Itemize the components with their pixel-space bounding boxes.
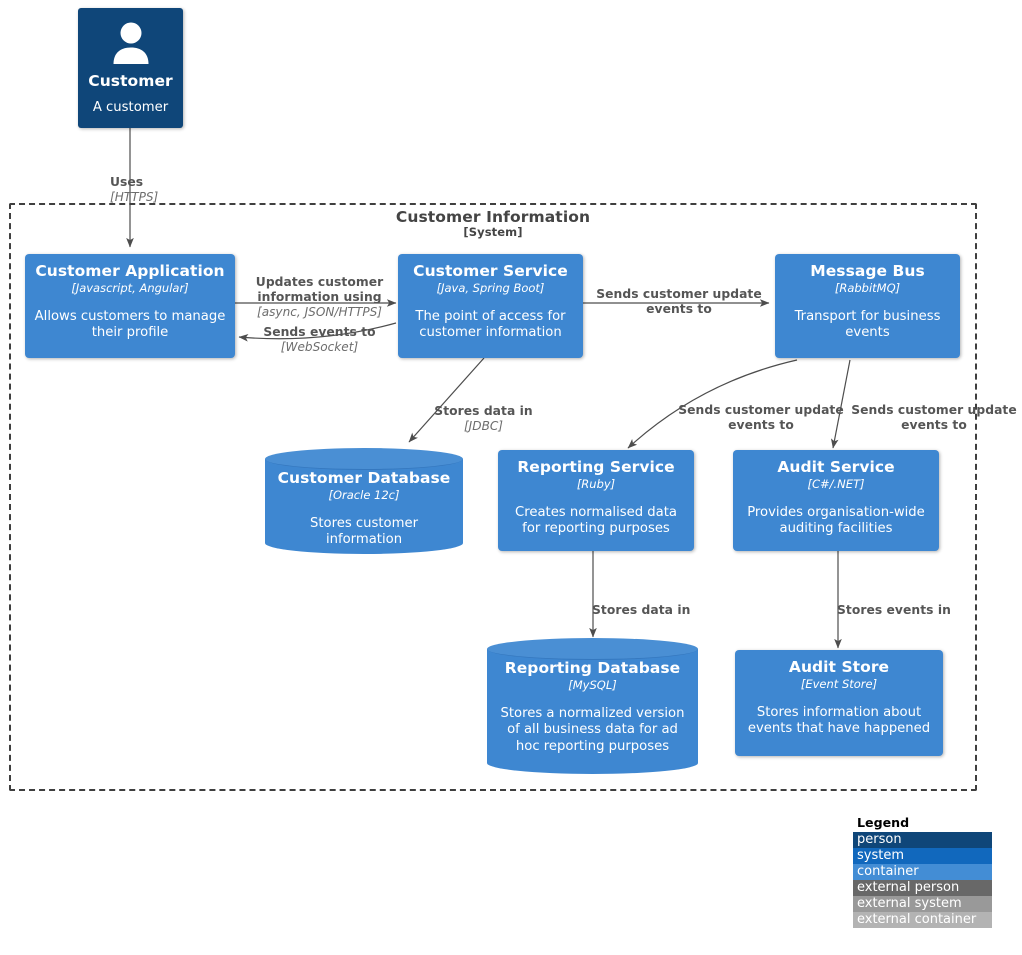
legend-item-external-person: external person [853,879,992,896]
node-customer-application-name: Customer Application [35,262,225,280]
node-customer-service-tech: [Java, Spring Boot] [436,281,545,296]
legend-item-system-label: system [857,847,904,863]
legend: Legend person system container external … [853,816,992,928]
edge-label-stores-reporting-text: Stores data in [592,602,691,617]
edge-label-updates-text: Updates customer information using [255,274,384,304]
edge-label-sends-customer-update-events-to-reporting: Sends customer update events to [672,388,850,433]
node-audit-service[interactable]: Audit Service [C#/.NET] Provides organis… [733,450,939,551]
boundary-subtitle: [System] [463,225,523,240]
edge-label-stores-customer-text: Stores data in [434,403,533,418]
node-customer-service-name: Customer Service [413,262,568,280]
system-boundary-customer-information [9,203,977,791]
boundary-name: Customer Information [395,208,591,226]
node-audit-store-desc: Stores information about events that hav… [747,704,931,737]
node-audit-store-tech: [Event Store] [800,677,878,692]
legend-item-external-system: external system [853,895,992,912]
node-message-bus-desc: Transport for business events [794,308,941,341]
node-reporting-service-desc: Creates normalised data for reporting pu… [514,504,677,537]
node-reporting-service-tech: [Ruby] [576,477,616,492]
legend-item-external-person-label: external person [857,879,960,895]
edge-label-audit-text: Sends customer update events to [851,402,1017,432]
edge-label-sends-customer-update-events-to-bus: Sends customer update events to [590,272,768,317]
legend-item-external-system-label: external system [857,895,962,911]
cylinder-shape [265,448,463,554]
node-customer-application-tech: [Javascript, Angular] [71,281,189,296]
edge-label-stores-events-in: Stores events in [837,588,967,618]
node-reporting-service[interactable]: Reporting Service [Ruby] Creates normali… [498,450,694,551]
node-customer-database-tech: [Oracle 12c] [328,488,400,503]
edge-label-bus-text: Sends customer update events to [596,286,762,316]
edge-label-stores-events-text: Stores events in [837,602,951,617]
edge-label-uses-text: Uses [110,174,144,189]
edge-label-sends-events-to: Sends events to [WebSocket] [246,310,393,369]
edge-label-stores-data-in-reporting-db: Stores data in [592,588,722,618]
node-message-bus[interactable]: Message Bus [RabbitMQ] Transport for bus… [775,254,960,358]
person-icon [108,20,154,70]
node-audit-service-desc: Provides organisation-wide auditing faci… [747,504,925,537]
node-customer-service[interactable]: Customer Service [Java, Spring Boot] The… [398,254,583,358]
edge-label-stores-data-in-customer-db: Stores data in [JDBC] [432,389,535,448]
edge-label-updates-customer-information-using: Updates customer information using [asyn… [246,260,393,334]
edge-label-sends-customer-update-events-to-audit: Sends customer update events to [845,388,1022,433]
node-reporting-database-tech: [MySQL] [568,678,617,693]
legend-item-container-label: container [857,863,919,879]
node-audit-store[interactable]: Audit Store [Event Store] Stores informa… [735,650,943,756]
node-customer-service-desc: The point of access for customer informa… [415,308,566,341]
node-audit-service-tech: [C#/.NET] [807,477,865,492]
legend-item-person-label: person [857,831,902,847]
node-reporting-service-name: Reporting Service [517,458,675,476]
node-reporting-database-name: Reporting Database [504,659,681,677]
legend-item-external-container-label: external container [857,911,977,927]
node-reporting-database[interactable]: Reporting Database [MySQL] Stores a norm… [487,638,698,774]
node-customer-name: Customer [88,72,173,91]
edge-label-sends-events-tech: [WebSocket] [280,339,359,354]
node-customer-application[interactable]: Customer Application [Javascript, Angula… [25,254,235,358]
edge-label-updates-tech: [async, JSON/HTTPS] [256,304,383,319]
system-boundary-title: Customer Information [System] [9,208,977,240]
edge-label-reporting-text: Sends customer update events to [678,402,844,432]
node-audit-store-name: Audit Store [788,658,890,676]
node-audit-service-name: Audit Service [777,458,895,476]
edge-label-uses: Uses [HTTPS] [110,160,250,219]
edge-label-sends-events-text: Sends events to [263,324,376,339]
legend-item-system: system [853,847,992,864]
cylinder-shape [487,638,698,774]
legend-item-external-container: external container [853,911,992,928]
node-message-bus-name: Message Bus [810,262,925,280]
node-message-bus-tech: [RabbitMQ] [834,281,901,296]
node-customer-database-desc: Stores customer information [309,515,419,548]
legend-item-container: container [853,863,992,880]
legend-item-person: person [853,831,992,848]
node-customer-database-name: Customer Database [277,469,451,487]
legend-title: Legend [857,815,910,830]
node-customer-desc: A customer [92,99,169,115]
node-customer-database[interactable]: Customer Database [Oracle 12c] Stores cu… [265,448,463,554]
node-customer-application-desc: Allows customers to manage their profile [34,308,226,341]
edge-label-uses-tech: [HTTPS] [110,189,159,204]
node-customer[interactable]: Customer A customer [78,8,183,128]
edge-label-stores-customer-tech: [JDBC] [463,418,504,433]
node-reporting-database-desc: Stores a normalized version of all busin… [500,705,685,754]
